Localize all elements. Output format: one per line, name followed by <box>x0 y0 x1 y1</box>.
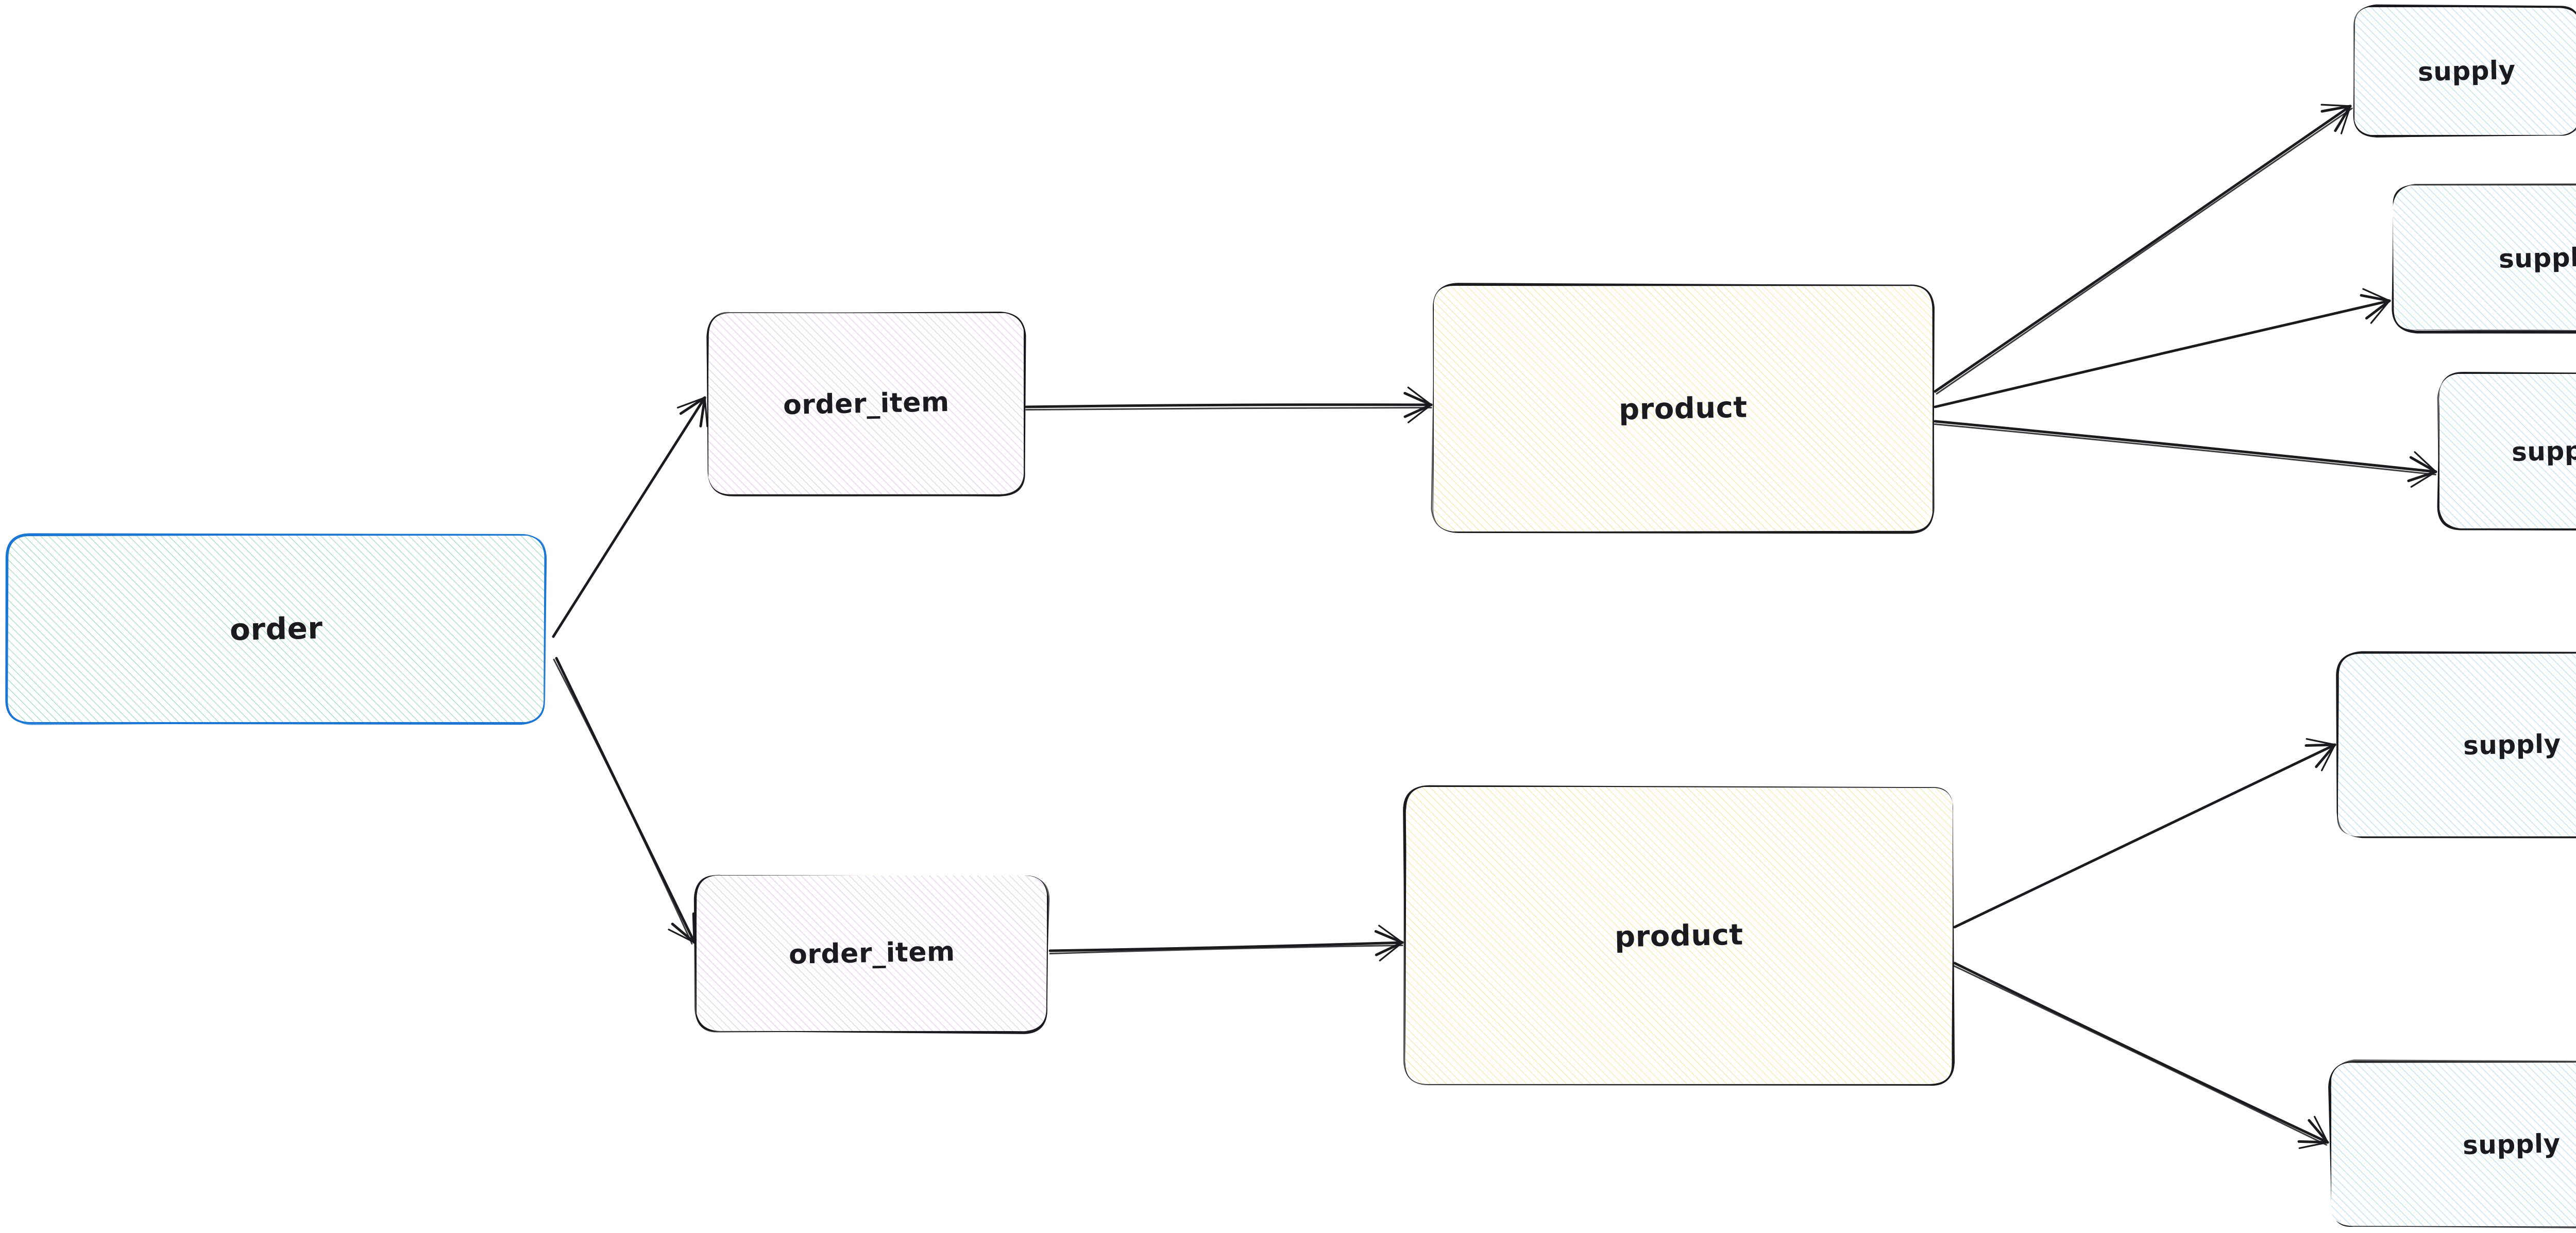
node-order_item_1[interactable]: order_item <box>706 312 1026 497</box>
node-product_2[interactable]: product <box>1403 785 1955 1086</box>
node-label: order_item <box>783 386 950 421</box>
edge-product_2-to-supply_4 <box>1953 738 2336 929</box>
edge-order-to-order_item_2 <box>553 657 701 945</box>
node-label: supply <box>2463 729 2562 761</box>
edge-product_2-to-supply_5 <box>1953 962 2329 1149</box>
node-label: supply <box>2462 1128 2561 1160</box>
node-supply_3[interactable]: supply <box>2437 371 2576 530</box>
node-supply_2[interactable]: supply <box>2392 183 2576 334</box>
node-label: supply <box>2417 55 2516 87</box>
edge-order_item_2-to-product_2 <box>1048 924 1404 962</box>
node-label: product <box>1614 918 1744 954</box>
edge-product_1-to-supply_3 <box>1934 420 2437 488</box>
node-label: supply <box>2498 242 2576 274</box>
node-order[interactable]: order <box>5 533 547 725</box>
node-label: supply <box>2511 435 2576 467</box>
node-label: order_item <box>788 936 955 971</box>
node-supply_4[interactable]: supply <box>2336 651 2576 838</box>
node-label: order <box>229 610 323 647</box>
node-order_item_2[interactable]: order_item <box>693 875 1050 1034</box>
node-supply_5[interactable]: supply <box>2328 1059 2576 1228</box>
edge-product_1-to-supply_2 <box>1934 288 2391 408</box>
edge-order_item_1-to-product_1 <box>1025 386 1433 423</box>
edge-order-to-order_item_1 <box>552 396 708 638</box>
node-supply_1[interactable]: supply <box>2353 4 2576 138</box>
node-product_1[interactable]: product <box>1431 283 1935 534</box>
edge-product_1-to-supply_1 <box>1934 104 2353 395</box>
node-label: product <box>1618 390 1748 426</box>
